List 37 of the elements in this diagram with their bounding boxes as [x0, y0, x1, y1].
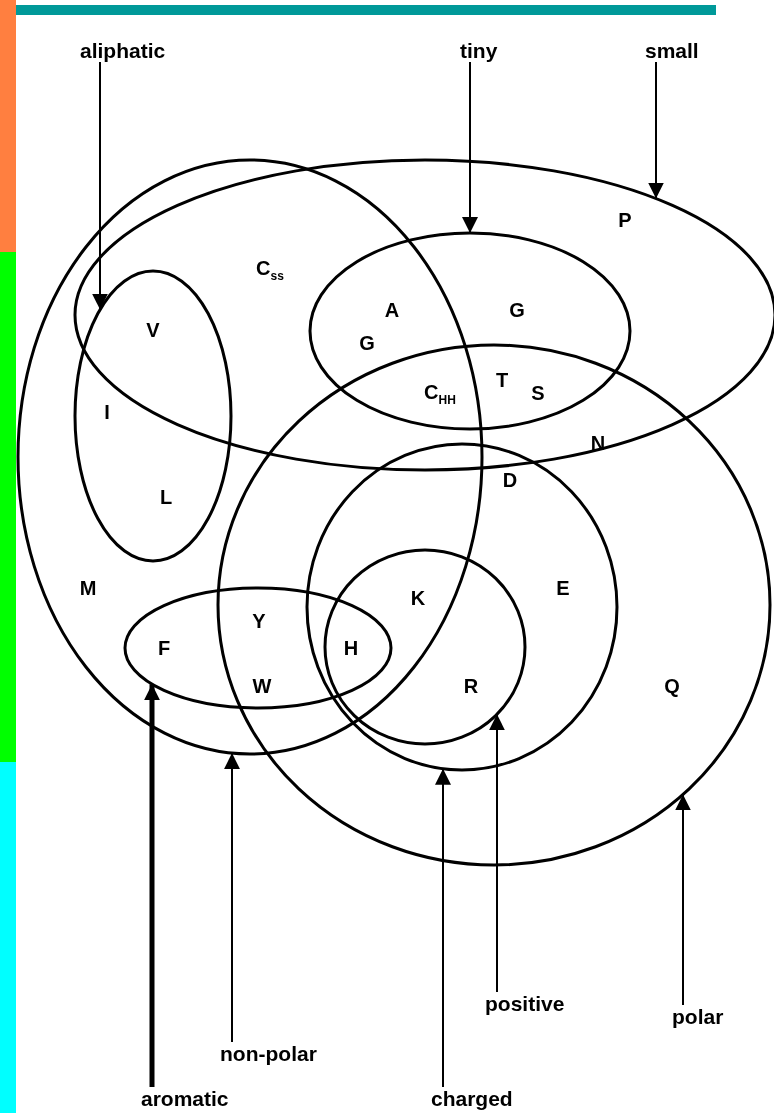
amino-acid-letter: R — [463, 676, 479, 696]
amino-acid-letter: A — [384, 300, 400, 320]
amino-acid-letter: G — [359, 333, 375, 353]
amino-acid-letter: C$_{HH}$ — [424, 382, 456, 406]
set-label: non-polar — [220, 1043, 317, 1064]
arrow — [675, 793, 691, 1006]
amino-acid-letter: D — [502, 470, 518, 490]
arrow — [648, 61, 664, 200]
amino-acid-letter: P — [618, 210, 632, 230]
set-label: polar — [672, 1006, 724, 1027]
arrow — [435, 767, 451, 1088]
amino-acid-letter: Q — [664, 676, 680, 696]
amino-acid-letter: H — [343, 638, 359, 658]
amino-acid-letter: C$_{ss}$ — [256, 258, 284, 282]
set-label: aromatic — [141, 1088, 229, 1109]
amino-acid-letter: S — [531, 383, 545, 403]
set-label: small — [645, 40, 699, 61]
arrow — [462, 61, 478, 234]
amino-acid-letter: G — [509, 300, 525, 320]
amino-acid-letter: T — [495, 370, 509, 390]
amino-acid-letter: I — [104, 402, 110, 422]
amino-acid-letter: L — [159, 487, 173, 507]
amino-acid-letter: M — [79, 578, 97, 598]
set-label: tiny — [460, 40, 498, 61]
arrow — [144, 684, 160, 1087]
amino-acid-letter: W — [252, 676, 272, 696]
arrow — [224, 752, 240, 1043]
set-label: charged — [431, 1088, 513, 1109]
amino-acid-letter: Y — [252, 611, 266, 631]
amino-acid-letter: E — [556, 578, 570, 598]
arrow — [489, 713, 505, 993]
set-label: aliphatic — [80, 40, 166, 61]
amino-acid-letter: F — [157, 638, 171, 658]
arrow — [92, 61, 108, 311]
amino-acid-letter: K — [410, 588, 426, 608]
set-label: positive — [485, 993, 565, 1014]
amino-acid-letter: V — [146, 320, 160, 340]
